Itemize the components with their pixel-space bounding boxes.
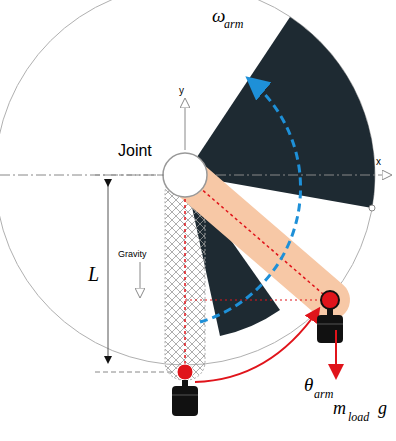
axis-label: y bbox=[179, 86, 184, 96]
dim-line bbox=[108, 185, 109, 362]
joint-label: Joint bbox=[118, 143, 152, 159]
subscript: arm bbox=[314, 388, 333, 400]
load-point bbox=[177, 364, 193, 380]
gravity-symbol: g bbox=[378, 399, 387, 417]
omega-symbol: ω bbox=[212, 6, 225, 25]
gravity-label: Gravity bbox=[118, 250, 147, 259]
arm bbox=[185, 175, 330, 300]
y-axis bbox=[185, 100, 186, 150]
theta-arc bbox=[195, 310, 318, 382]
subscript: arm bbox=[224, 18, 243, 30]
limit-dot bbox=[369, 205, 375, 211]
joint-circle bbox=[163, 153, 207, 197]
axis-label: x bbox=[376, 157, 381, 167]
force-arrow bbox=[335, 330, 337, 376]
length-label: L bbox=[88, 264, 99, 284]
subscript: load bbox=[348, 411, 369, 423]
ref-line bbox=[185, 300, 330, 301]
dim-ext bbox=[95, 175, 165, 176]
ref-line bbox=[184, 175, 186, 372]
dim-ext bbox=[95, 372, 175, 373]
mass-symbol: m bbox=[333, 399, 346, 417]
ref-line bbox=[185, 175, 330, 300]
gravity-arrow bbox=[140, 262, 141, 296]
omega-arc bbox=[200, 80, 301, 322]
load-weight bbox=[172, 386, 198, 416]
load-point bbox=[321, 291, 339, 309]
load-weight bbox=[317, 315, 343, 343]
theta-symbol: θ bbox=[304, 375, 313, 394]
